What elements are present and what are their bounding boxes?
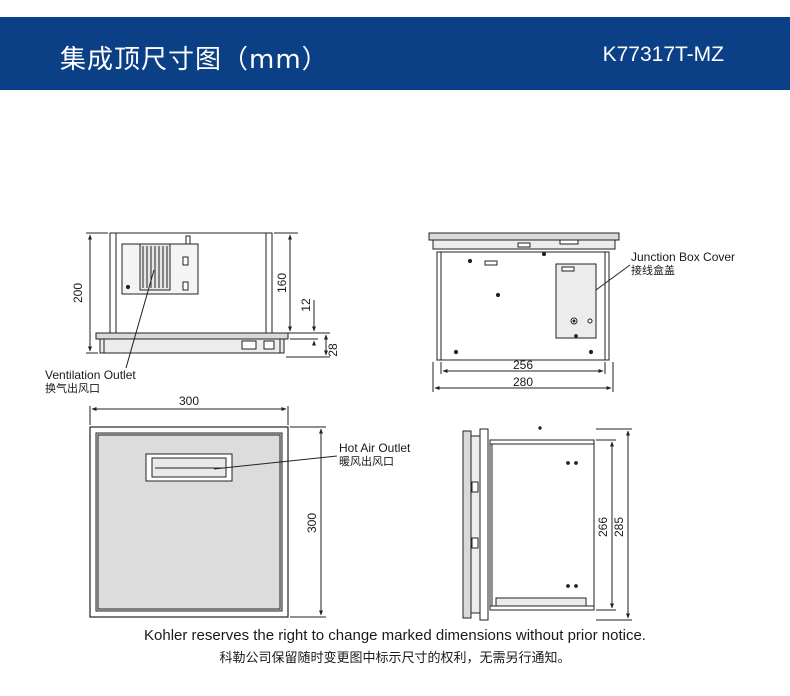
dim-profile-outer: 285 xyxy=(612,517,626,537)
dim-front-body: 160 xyxy=(275,273,289,293)
model-number: K77317T-MZ xyxy=(602,43,724,66)
ventilation-grille xyxy=(139,243,171,291)
profile-view xyxy=(462,426,632,621)
disclaimer-en: Kohler reserves the right to change mark… xyxy=(144,627,646,644)
dim-bottom-width: 300 xyxy=(179,394,199,408)
dim-side-inner: 256 xyxy=(513,358,533,372)
bottom-view xyxy=(89,406,338,618)
label-junction-box-en: Junction Box Cover xyxy=(631,250,735,264)
header-banner: 集成顶尺寸图（mm） K77317T-MZ xyxy=(0,17,790,90)
dim-bottom-height: 300 xyxy=(305,513,319,533)
side-view xyxy=(428,232,631,392)
label-hot-air-outlet-zh: 暖风出风口 xyxy=(339,454,394,468)
front-view xyxy=(86,232,330,369)
dim-front-gap: 12 xyxy=(299,298,313,312)
label-ventilation-outlet-en: Ventilation Outlet xyxy=(45,368,136,382)
label-ventilation-outlet-zh: 换气出风口 xyxy=(45,381,100,395)
label-hot-air-outlet-en: Hot Air Outlet xyxy=(339,441,411,455)
dim-side-outer: 280 xyxy=(513,375,533,389)
disclaimer-zh: 科勒公司保留随时变更图中标示尺寸的权利，无需另行通知。 xyxy=(219,651,571,666)
junction-box-cover xyxy=(555,263,597,339)
label-junction-box-zh: 接线盒盖 xyxy=(631,263,675,277)
page-title: 集成顶尺寸图（mm） xyxy=(60,45,329,75)
dim-front-flange: 28 xyxy=(326,343,340,357)
dim-front-total: 200 xyxy=(71,283,85,303)
dim-profile-inner: 266 xyxy=(596,517,610,537)
